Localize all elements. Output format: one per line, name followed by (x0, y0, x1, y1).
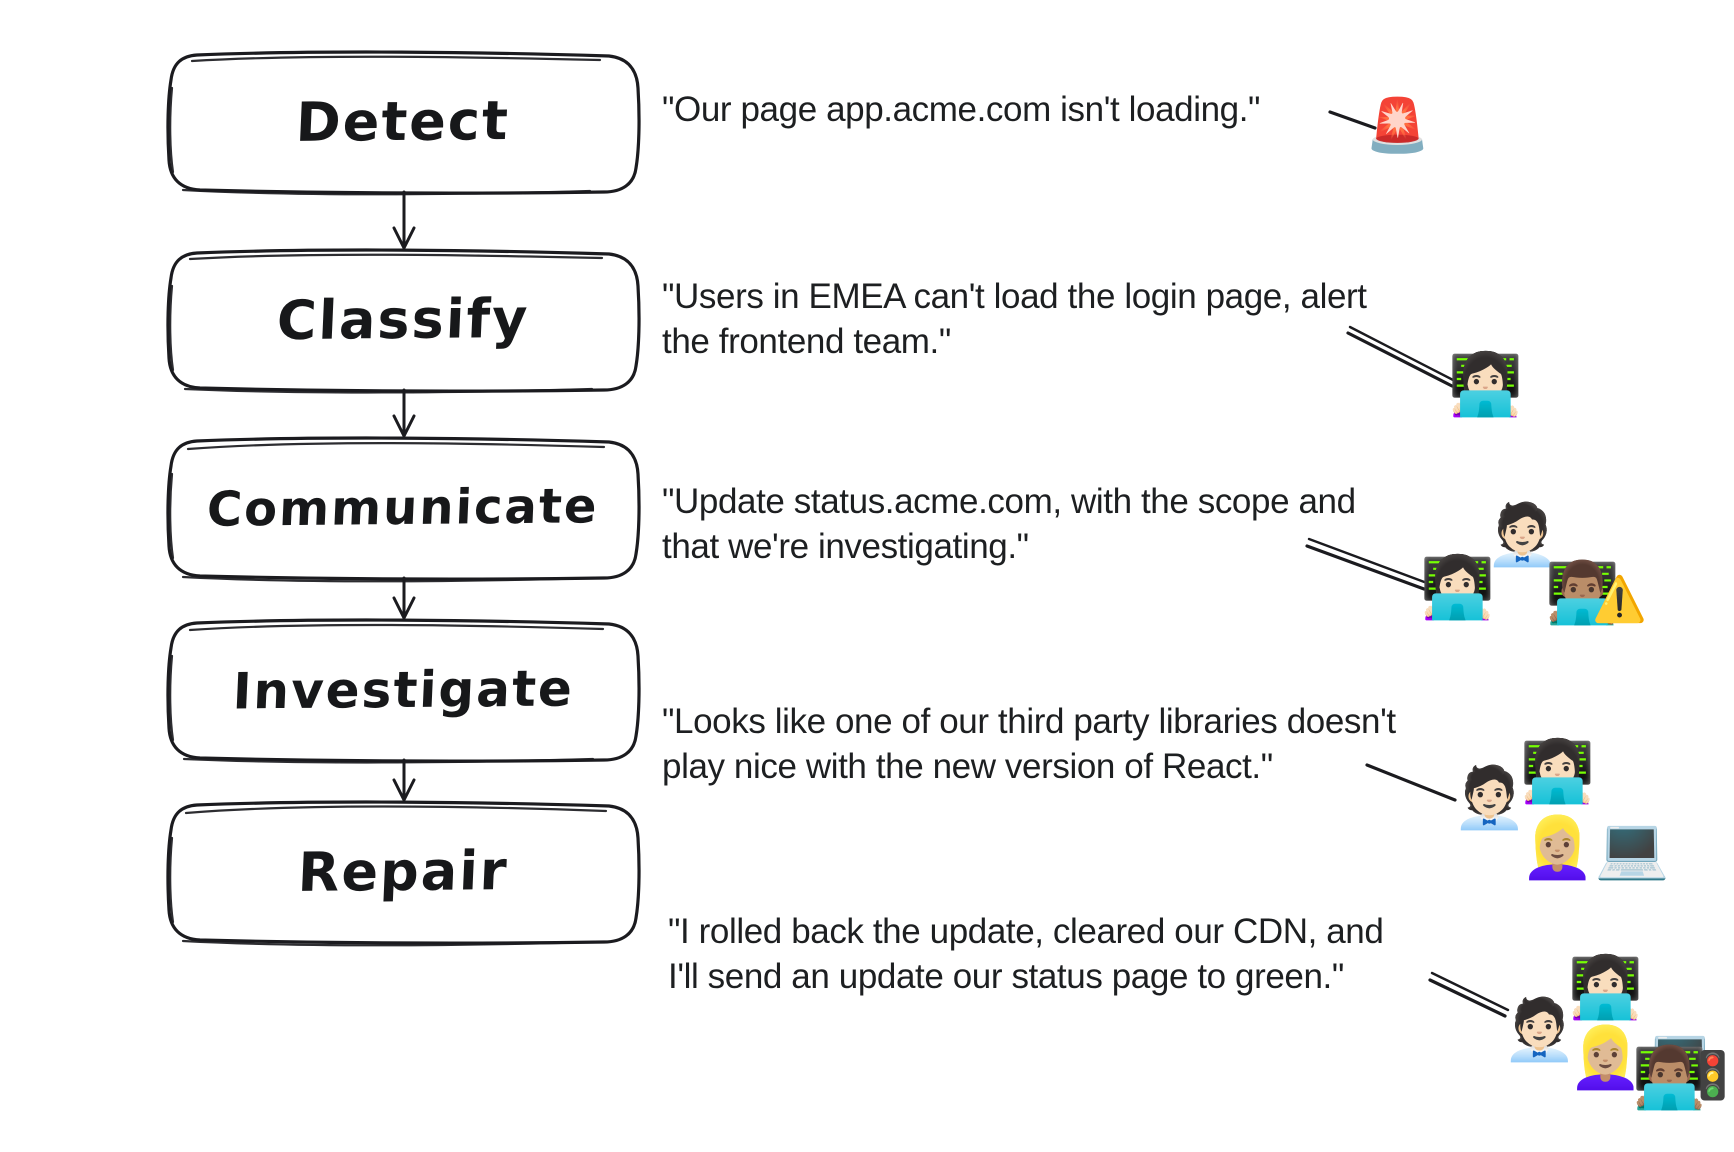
stage-label-investigate: Investigate (231, 659, 575, 721)
stage-communicate[interactable]: Communicate (168, 438, 638, 578)
woman-technologist-icon: 👩🏻‍💻 (1520, 737, 1595, 807)
police-car-light-icon: 🚨 (1365, 96, 1430, 156)
stage-detect[interactable]: Detect (168, 52, 638, 192)
woman-technologist-icon: 👩🏻‍💻 (1448, 350, 1523, 420)
stage-label-communicate: Communicate (206, 478, 600, 538)
blond-woman-technologist-icon: 👱🏼‍♀️💻 (1568, 1023, 1718, 1093)
stage-investigate[interactable]: Investigate (168, 620, 638, 760)
quote-classify: "Users in EMEA can't load the login page… (662, 277, 1367, 361)
woman-technologist-icon: 👩🏻‍💻 (1420, 553, 1495, 623)
connector-arrow-detect-classify (392, 190, 416, 250)
stage-repair[interactable]: Repair (168, 802, 638, 942)
quote-repair: "I rolled back the update, cleared our C… (668, 912, 1384, 996)
quote-investigate: "Looks like one of our third party libra… (662, 702, 1396, 786)
connector-arrow-classify-communicate (392, 388, 416, 438)
stage-label-repair: Repair (296, 839, 510, 904)
woman-technologist-icon: 👩🏻‍💻 (1568, 953, 1643, 1023)
stage-label-classify: Classify (275, 286, 531, 353)
office-worker-icon: 🧑🏻‍💼 (1502, 995, 1577, 1065)
warning-icon: ⚠️ (1592, 574, 1647, 625)
stage-label-detect: Detect (294, 89, 512, 154)
blond-woman-technologist-icon: 👱🏼‍♀️💻 (1520, 813, 1670, 883)
office-worker-icon: 🧑🏻‍💼 (1452, 763, 1527, 833)
connector-arrow-communicate-investigate (392, 576, 416, 620)
stage-classify[interactable]: Classify (168, 250, 638, 390)
connector-arrow-investigate-repair (392, 758, 416, 802)
quote-communicate: "Update status.acme.com, with the scope … (662, 482, 1356, 566)
quote-detect: "Our page app.acme.com isn't loading." (662, 90, 1261, 129)
vertical-traffic-light-icon: 🚦 (1684, 1048, 1734, 1102)
man-technologist-icon: 👨🏽‍💻 (1545, 558, 1620, 628)
office-worker-icon: 🧑🏻‍💼 (1485, 500, 1560, 570)
man-technologist-icon: 👨🏽‍💻 (1632, 1043, 1707, 1113)
